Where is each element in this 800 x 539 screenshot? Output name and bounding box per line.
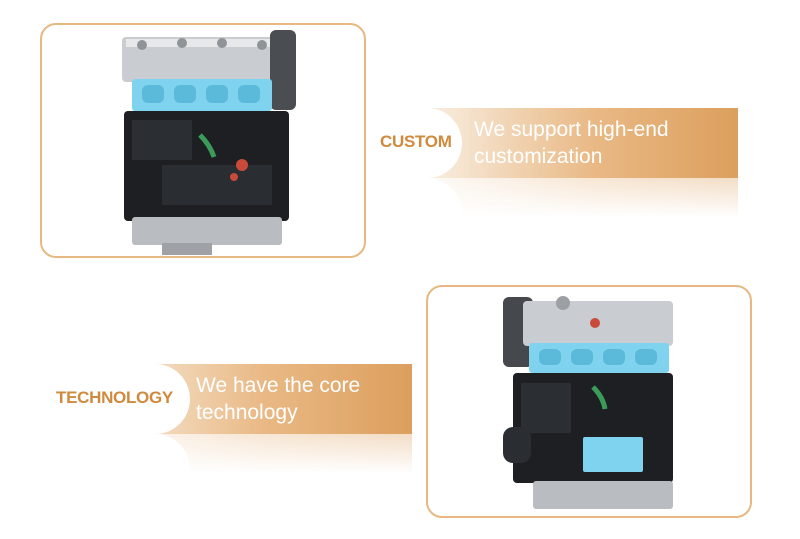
- engine-block-image: [122, 30, 296, 255]
- technology-tag-label: TECHNOLOGY: [56, 388, 173, 407]
- banner-tag-cap: [376, 108, 462, 178]
- custom-banner: CUSTOM We support high-end customization: [376, 108, 738, 178]
- custom-line-1: We support high-end: [474, 118, 669, 141]
- technology-line-2: technology: [196, 401, 298, 424]
- technology-description: We have the core technology: [196, 372, 360, 426]
- banner-tag-cap: [40, 364, 190, 434]
- technology-banner: TECHNOLOGY We have the core technology: [40, 364, 412, 434]
- engine-image-card-2: [426, 285, 752, 518]
- custom-tag-label: CUSTOM: [380, 132, 452, 151]
- technology-line-1: We have the core: [196, 374, 361, 397]
- technology-banner-reflection: [40, 434, 412, 474]
- engine-image-card-1: [40, 23, 366, 258]
- custom-banner-reflection: [376, 178, 738, 218]
- custom-description: We support high-end customization: [474, 116, 669, 170]
- engine-block-image: [503, 296, 673, 509]
- custom-line-2: customization: [474, 145, 603, 168]
